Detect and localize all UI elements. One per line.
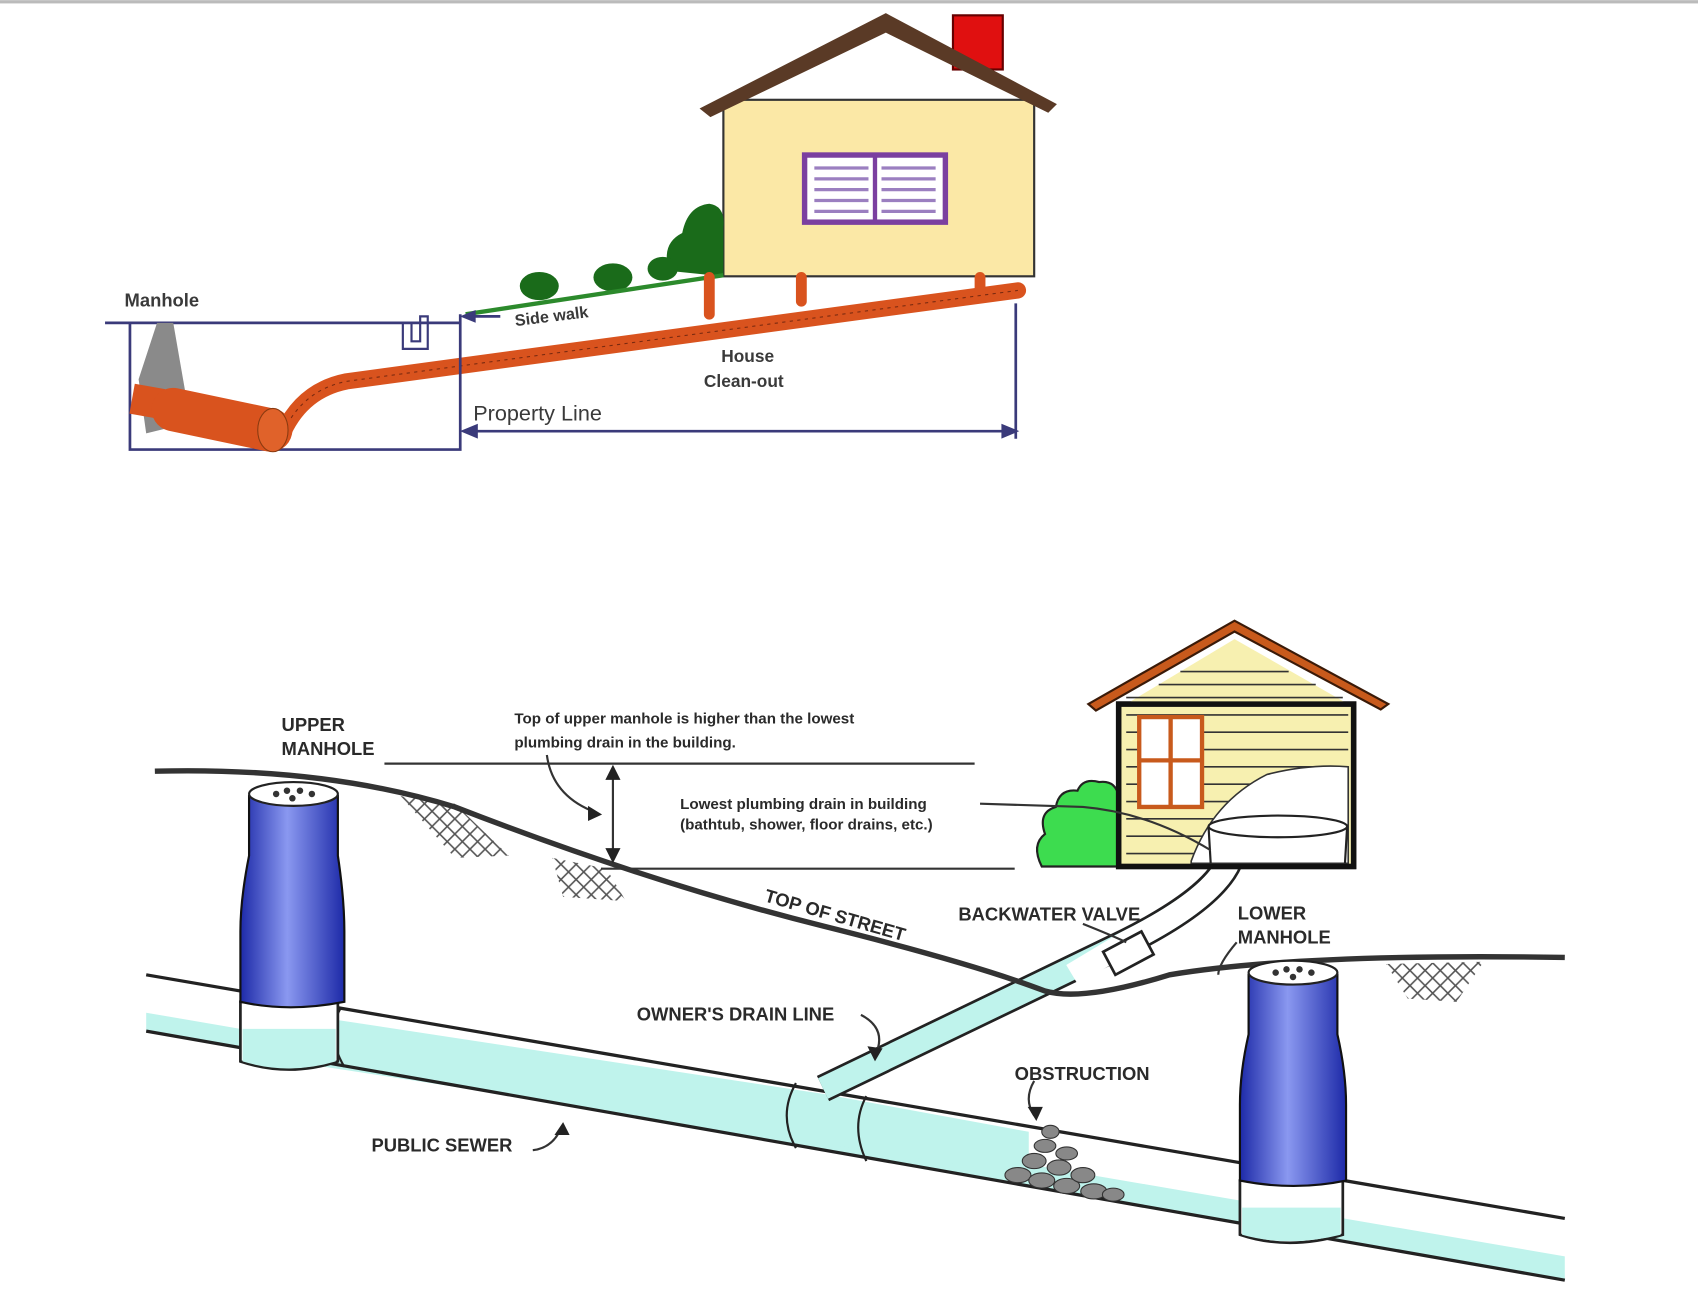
house-roof bbox=[699, 13, 1057, 118]
lower-manhole bbox=[1238, 959, 1348, 1245]
top-of-street bbox=[154, 768, 1565, 997]
soil-hatch bbox=[1386, 961, 1484, 1002]
pipe-joint bbox=[785, 1082, 797, 1149]
bottom-diagram: UPPER MANHOLE Top of upper manhole is hi… bbox=[145, 619, 1566, 1282]
soil-hatch bbox=[400, 796, 509, 858]
label-lowest-drain: Lowest plumbing drain in building bbox=[680, 796, 927, 813]
house-window bbox=[1137, 714, 1205, 810]
soil-hatch bbox=[552, 857, 626, 902]
label-upper-manhole: UPPER bbox=[282, 714, 345, 735]
bush bbox=[1036, 779, 1120, 868]
bathtub bbox=[1207, 814, 1349, 839]
sewer-main bbox=[151, 387, 293, 452]
reference-lines bbox=[384, 754, 1238, 1152]
bushes bbox=[519, 203, 724, 301]
label-lowest-drain: (bathtub, shower, floor drains, etc.) bbox=[680, 817, 933, 834]
label-note: plumbing drain in the building. bbox=[514, 734, 735, 751]
label-lower-manhole: LOWER bbox=[1238, 903, 1306, 924]
house-bottom bbox=[1036, 619, 1391, 870]
arrowheads bbox=[554, 764, 1043, 1136]
label-lower-manhole: MANHOLE bbox=[1238, 926, 1331, 947]
top-diagram: Manhole Side walk House Clean-out Proper… bbox=[105, 13, 1057, 453]
label-house: House bbox=[721, 346, 774, 366]
house-pipe bbox=[275, 271, 1027, 440]
label-property-line: Property Line bbox=[473, 400, 602, 425]
backwater-valve bbox=[1101, 929, 1156, 977]
label-obstruction: OBSTRUCTION bbox=[1015, 1063, 1150, 1084]
upper-manhole bbox=[239, 780, 346, 1071]
sewer-main-end bbox=[257, 407, 289, 453]
label-clean-out: Clean-out bbox=[704, 371, 784, 391]
pipe-joint bbox=[857, 1095, 868, 1162]
property-line-marker bbox=[459, 303, 1020, 439]
house-window bbox=[801, 152, 949, 225]
house-roof bbox=[1086, 619, 1391, 712]
label-owners-drain-line: OWNER'S DRAIN LINE bbox=[637, 1003, 834, 1024]
sewer-water bbox=[324, 1018, 1029, 1176]
label-note: Top of upper manhole is higher than the … bbox=[514, 711, 854, 728]
ground-line bbox=[465, 273, 724, 317]
label-upper-manhole: MANHOLE bbox=[282, 738, 375, 759]
obstruction-rocks bbox=[1004, 1124, 1125, 1202]
label-backwater-valve: BACKWATER VALVE bbox=[958, 904, 1140, 925]
label-public-sewer: PUBLIC SEWER bbox=[371, 1134, 512, 1155]
label-manhole: Manhole bbox=[125, 290, 200, 311]
top-border bbox=[0, 0, 1698, 4]
